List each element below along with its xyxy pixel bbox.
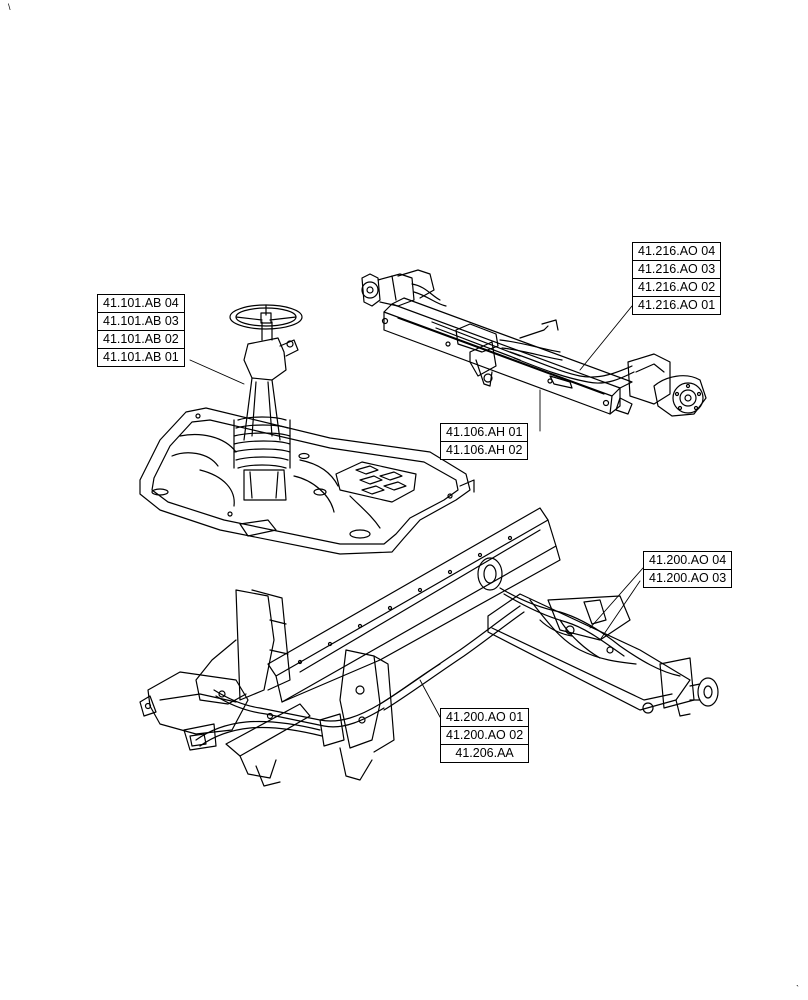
corner-mark-top-left: \	[8, 2, 11, 12]
main-frame-with-harness	[139, 507, 719, 787]
callout-41-216-ao-02[interactable]: 41.216.AO 02	[632, 278, 722, 297]
callout-41-101-ab-04[interactable]: 41.101.AB 04	[97, 294, 185, 313]
callout-41-206-aa[interactable]: 41.206.AA	[440, 744, 530, 763]
callout-41-101-ab-02[interactable]: 41.101.AB 02	[97, 330, 185, 349]
callout-41-101-ab-03[interactable]: 41.101.AB 03	[97, 312, 185, 331]
front-axle-assembly	[361, 269, 707, 417]
callout-41-200-ao-03[interactable]: 41.200.AO 03	[643, 569, 733, 588]
corner-mark-bottom-right: `	[796, 984, 799, 994]
callout-41-106-ah-01[interactable]: 41.106.AH 01	[440, 423, 529, 442]
callout-group-front-axle-bottom: 41.106.AH 01 41.106.AH 02	[440, 423, 529, 460]
callout-41-216-ao-03[interactable]: 41.216.AO 03	[632, 260, 722, 279]
callout-41-200-ao-04[interactable]: 41.200.AO 04	[643, 551, 733, 570]
callout-41-216-ao-01[interactable]: 41.216.AO 01	[632, 296, 722, 315]
steering-column-and-floor	[139, 304, 475, 555]
callout-41-200-ao-01[interactable]: 41.200.AO 01	[440, 708, 530, 727]
callout-41-216-ao-04[interactable]: 41.216.AO 04	[632, 242, 722, 261]
callout-41-200-ao-02[interactable]: 41.200.AO 02	[440, 726, 530, 745]
callout-group-frame-right: 41.200.AO 04 41.200.AO 03	[643, 551, 733, 588]
callout-group-front-axle-top: 41.216.AO 04 41.216.AO 03 41.216.AO 02 4…	[632, 242, 722, 315]
callout-41-101-ab-01[interactable]: 41.101.AB 01	[97, 348, 185, 367]
callout-group-steering: 41.101.AB 04 41.101.AB 03 41.101.AB 02 4…	[97, 294, 185, 367]
callout-group-frame-center: 41.200.AO 01 41.200.AO 02 41.206.AA	[440, 708, 530, 763]
callout-41-106-ah-02[interactable]: 41.106.AH 02	[440, 441, 529, 460]
leader-lines	[189, 305, 644, 718]
